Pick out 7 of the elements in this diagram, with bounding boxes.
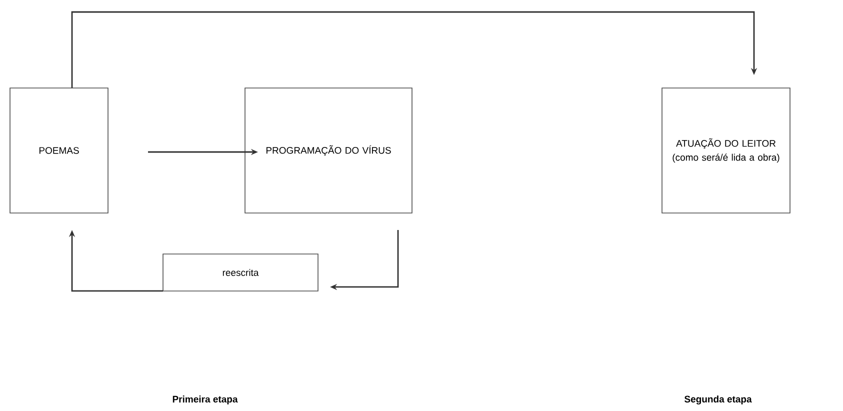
process-box: POEMAS [10,88,108,214]
process-box: PROGRAMAÇÃO DO VÍRUS [244,88,412,214]
stage-label: Segunda etapa [684,396,752,404]
stage-label: Primeira etapa [172,396,238,404]
arrow [71,11,758,88]
process-box: ATUAÇÃO DO LEITOR (como será/é lida a obra) [662,88,790,214]
process-box: reescrita [162,254,318,292]
